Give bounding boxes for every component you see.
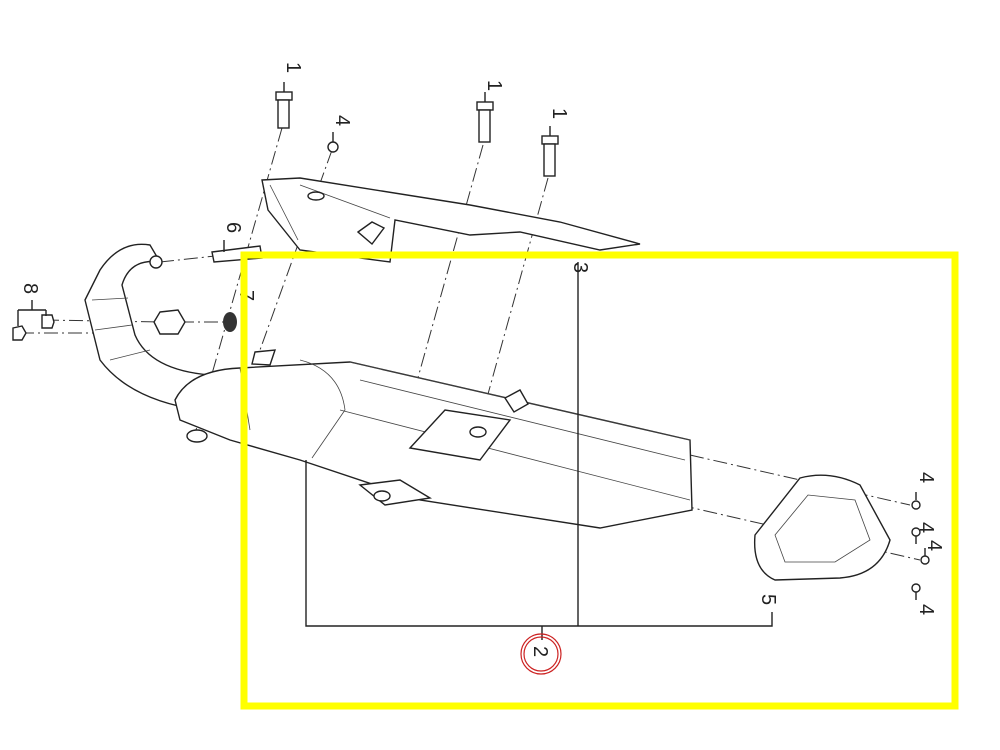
callout-4[interactable]: 4: [915, 522, 937, 533]
callout-2[interactable]: 2: [529, 646, 551, 657]
callout-4[interactable]: 4: [915, 604, 937, 615]
callout-1[interactable]: 1: [483, 80, 505, 91]
muffler-body: [174, 349, 693, 529]
callout-3[interactable]: 3: [569, 262, 591, 273]
callout-4[interactable]: 4: [923, 540, 945, 551]
bolt-icon: [476, 101, 494, 143]
selected-callout-2[interactable]: 2: [520, 633, 562, 675]
callout-4[interactable]: 4: [915, 472, 937, 483]
leader-lines: [17, 82, 926, 640]
bolt-icon: [275, 91, 293, 129]
callout-8[interactable]: 8: [19, 283, 41, 294]
callout-1[interactable]: 1: [548, 108, 570, 119]
bolt-icon: [541, 135, 559, 177]
callout-5[interactable]: 5: [757, 594, 779, 605]
callout-4[interactable]: 4: [331, 115, 353, 126]
gasket-icon: [223, 312, 237, 332]
callout-labels: 1 1 1 4 6 7 8 3 4 4 4 4 5 2: [19, 62, 945, 675]
callout-1[interactable]: 1: [282, 62, 304, 73]
exhaust-pipe: [84, 243, 263, 411]
callout-6[interactable]: 6: [222, 222, 244, 233]
highlight-box: [240, 251, 959, 710]
heat-shield: [261, 177, 641, 263]
end-cap: [753, 474, 891, 581]
